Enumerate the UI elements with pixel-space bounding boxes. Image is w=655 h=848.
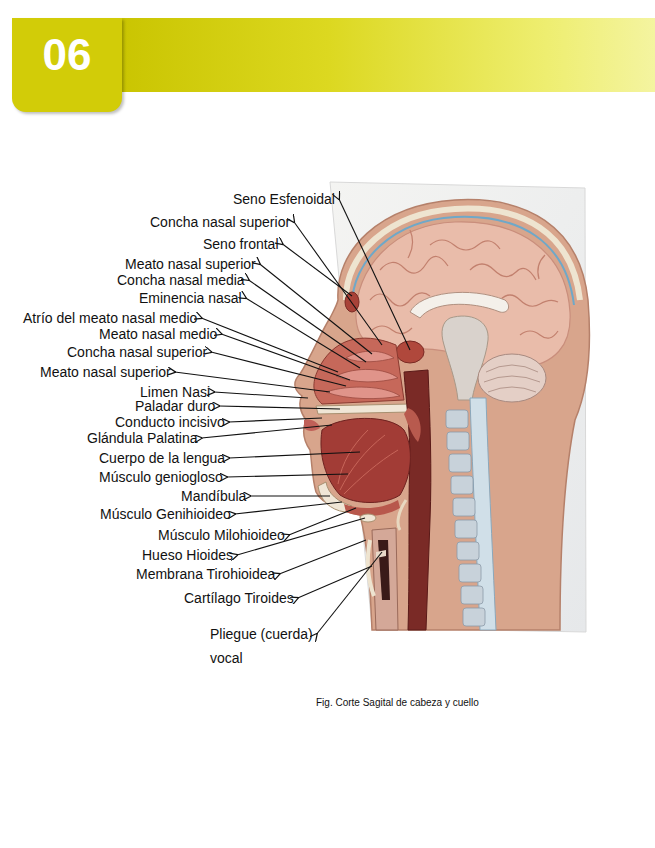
leader-line xyxy=(214,392,308,398)
part-label: Concha nasal superior xyxy=(150,214,290,230)
part-label: Glándula Palatina xyxy=(87,430,198,446)
leader-line xyxy=(221,334,350,380)
part-label: Meato nasal superior xyxy=(40,364,171,380)
leader-line xyxy=(219,406,340,409)
part-label: Hueso Hioides xyxy=(142,547,233,563)
header-bar xyxy=(110,18,655,92)
leader-line xyxy=(227,474,348,477)
lips xyxy=(304,419,320,431)
cerebellum-folia xyxy=(484,365,540,392)
floor-muscles xyxy=(344,500,400,516)
laryngeal-lumen xyxy=(378,540,390,600)
part-label: Eminencia nasal xyxy=(139,290,242,306)
hyoid-bone xyxy=(360,514,376,522)
leader-line xyxy=(283,244,353,296)
part-label: Cartílago Tiroides xyxy=(184,590,294,606)
part-label: Mandíbula xyxy=(181,488,246,504)
part-label: Limen Nasi xyxy=(140,384,210,400)
leader-line xyxy=(279,540,366,574)
part-label: Meato nasal superior xyxy=(125,256,256,272)
corpus-callosum xyxy=(410,292,509,318)
epiglottis xyxy=(398,500,406,530)
genioglossus-fibers xyxy=(338,430,398,494)
leader-line xyxy=(250,495,330,496)
leader-line xyxy=(229,452,360,458)
part-label: Concha nasal superior xyxy=(67,344,207,360)
leader-line xyxy=(289,508,356,535)
cerebellum xyxy=(478,354,546,402)
leader-line xyxy=(298,566,372,598)
leader-line xyxy=(201,318,338,372)
pharynx xyxy=(404,370,431,630)
part-label: Músculo Genihioideo xyxy=(100,506,231,522)
part-label: Pliegue (cuerda) vocal xyxy=(210,622,340,670)
leader-line xyxy=(235,502,342,514)
part-label: Concha nasal media xyxy=(117,272,245,288)
leader-line xyxy=(229,418,322,422)
leader-line xyxy=(211,352,346,386)
part-label: Seno Esfenoidal xyxy=(233,191,335,207)
figure-caption: Fig. Corte Sagital de cabeza y cuello xyxy=(316,697,479,709)
part-label: Cuerpo de la lengua xyxy=(99,450,225,466)
head-outline xyxy=(295,200,590,630)
tongue xyxy=(321,418,410,502)
part-label: Conducto incisivo xyxy=(115,414,225,430)
larynx xyxy=(372,528,398,630)
sphenoid-sinus xyxy=(396,341,424,363)
part-label: Meato nasal medio xyxy=(99,326,217,342)
vertebrae xyxy=(446,410,485,626)
part-label: Músculo Milohioideo xyxy=(158,527,285,543)
part-label: Atrío del meato nasal medio xyxy=(23,310,197,326)
part-label: Membrana Tirohioidea xyxy=(136,566,275,582)
part-label: Músculo geniogloso xyxy=(99,469,223,485)
page-number: 06 xyxy=(12,30,122,80)
part-label: Paladar duro xyxy=(135,398,215,414)
leader-line xyxy=(246,298,360,368)
leader-line xyxy=(339,199,410,350)
part-label: Seno frontal xyxy=(203,236,279,252)
leader-line xyxy=(317,552,382,634)
